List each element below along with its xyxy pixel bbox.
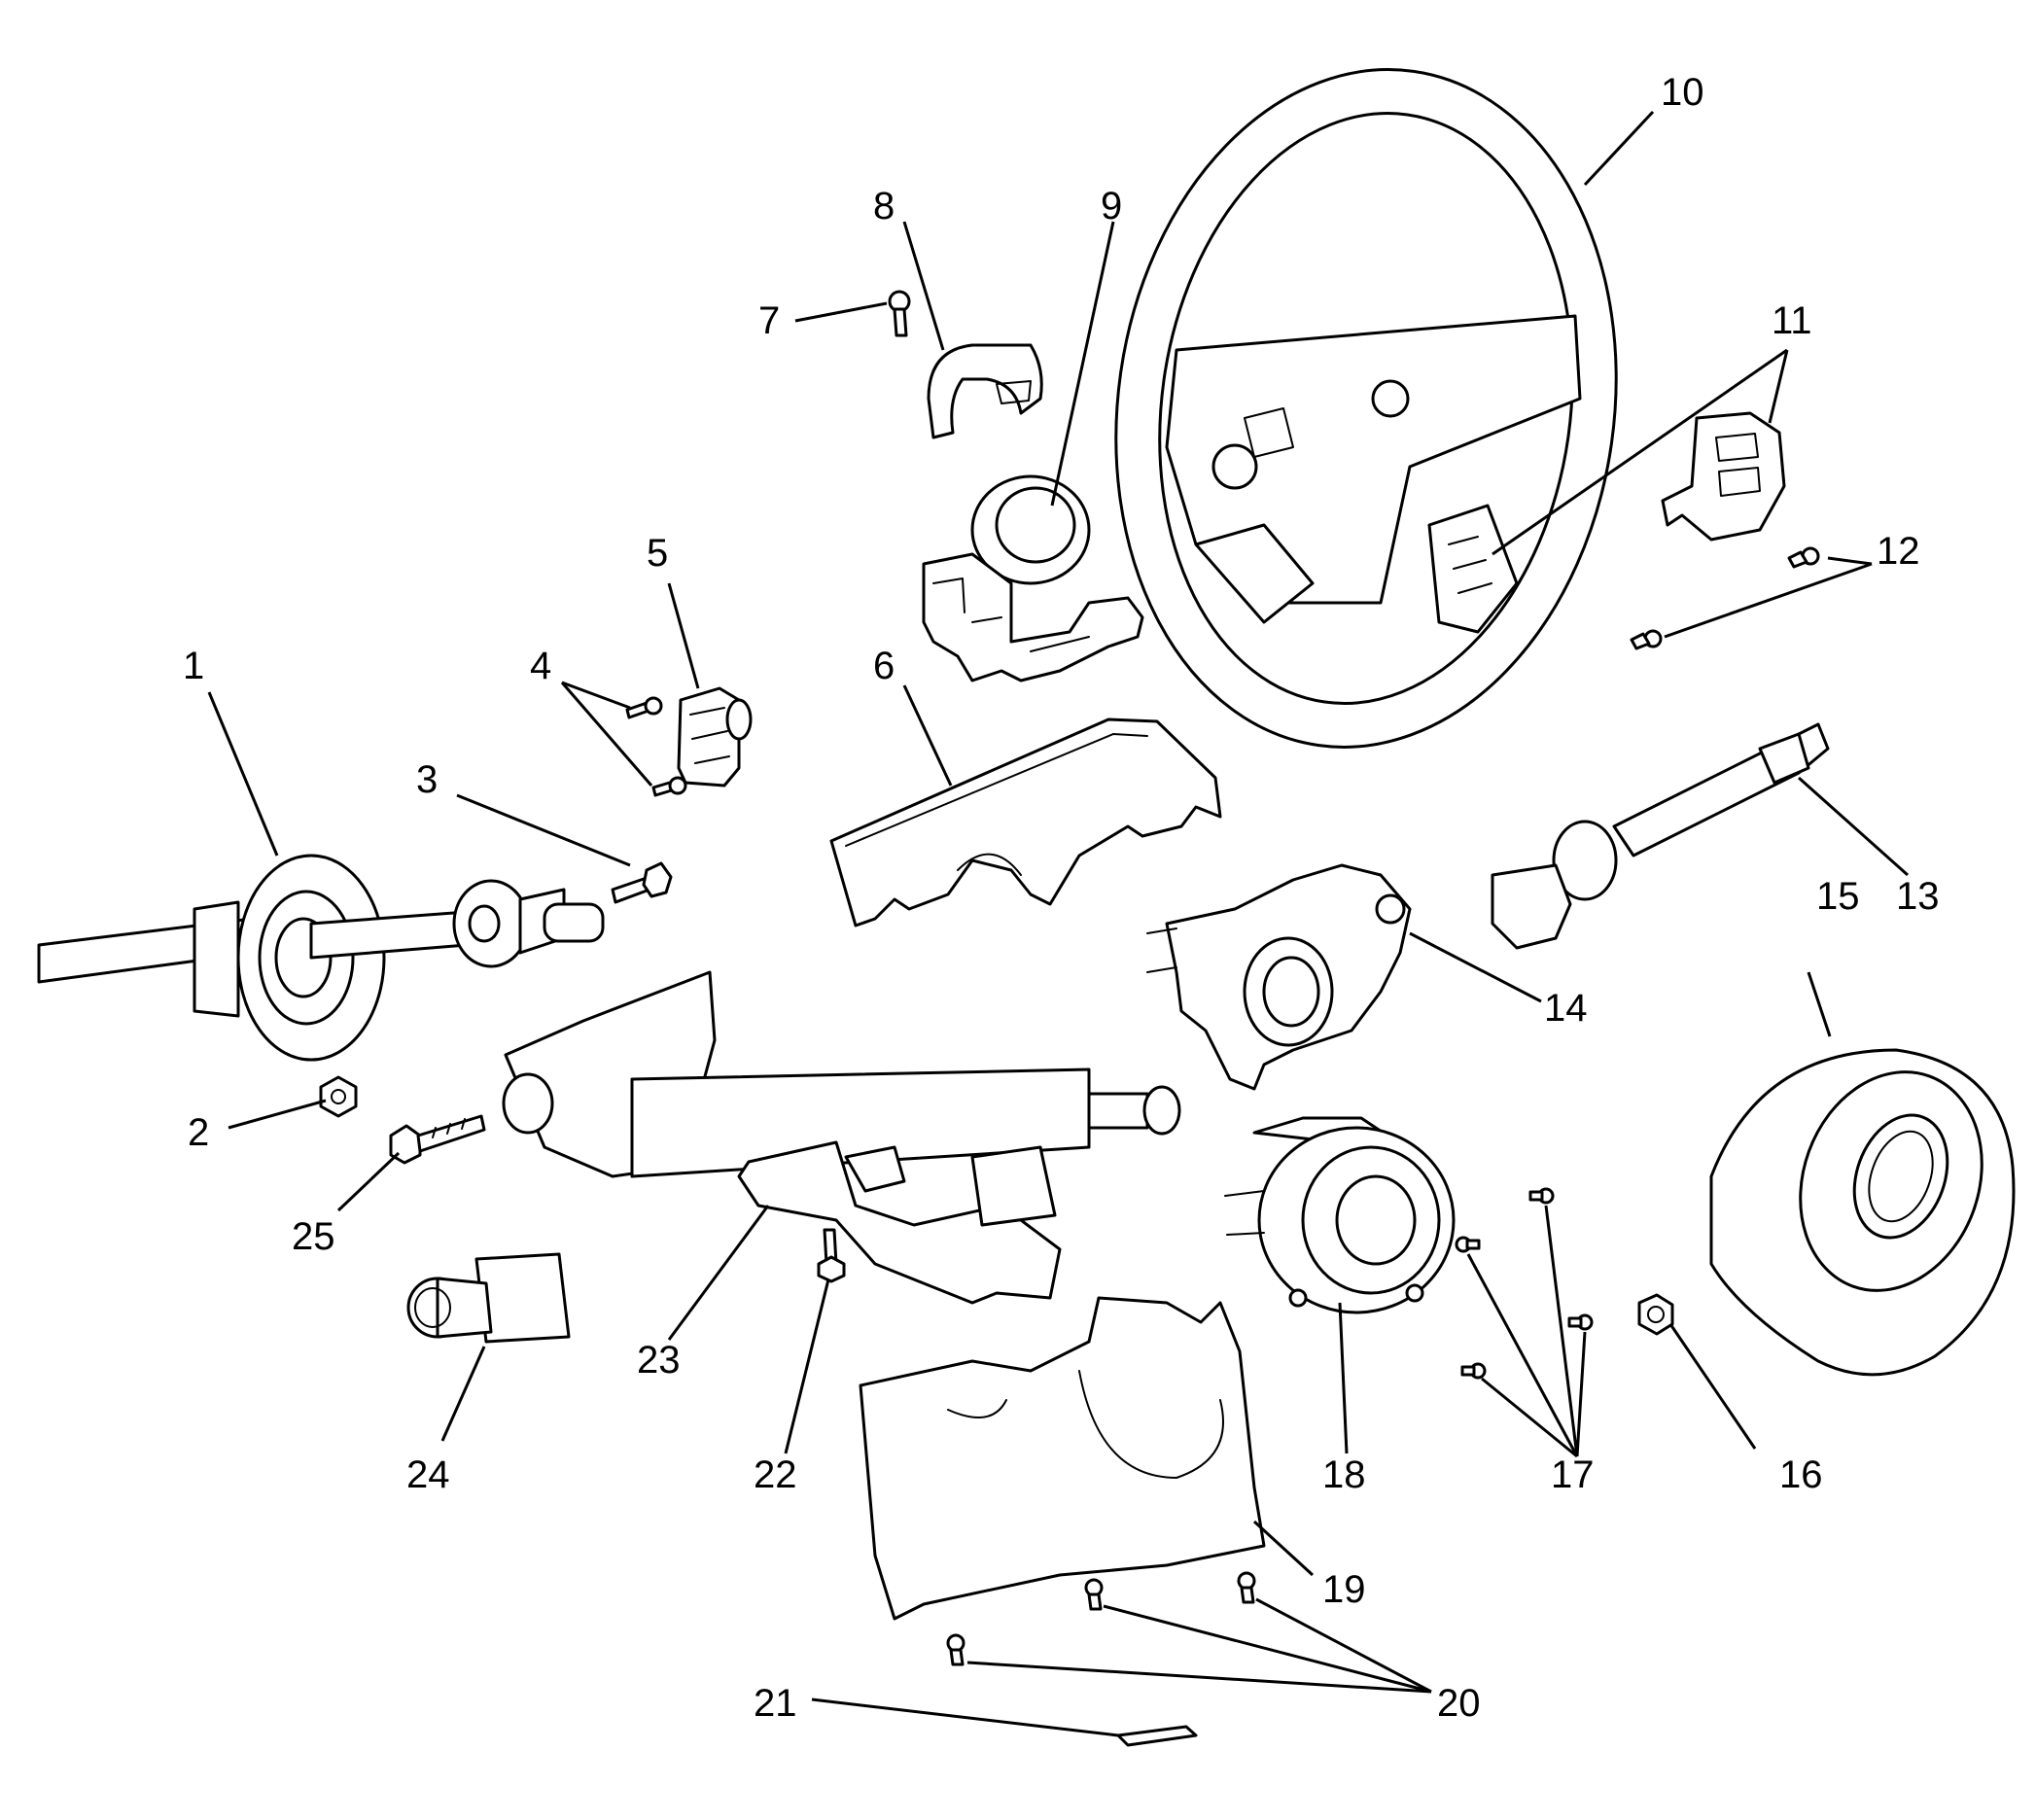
part-1-intermediate-shaft: [37, 854, 605, 1062]
part-16-nut: [1637, 1293, 1674, 1336]
leader-lines: [207, 110, 1909, 1737]
callout-15: 15: [1816, 875, 1860, 918]
callout-18: 18: [1322, 1453, 1366, 1496]
callout-7: 7: [758, 299, 780, 342]
callout-14: 14: [1544, 987, 1588, 1030]
part-6-upper-trim-cover: [829, 718, 1222, 928]
part-19-lower-trim-cover: [859, 1296, 1266, 1621]
part-22-bolt: [817, 1228, 846, 1283]
callout-3: 3: [416, 758, 438, 801]
part-25-bolt: [389, 1114, 486, 1165]
part-5-ignition-lock: [677, 686, 753, 788]
callout-11: 11: [1772, 299, 1812, 342]
callout-13: 13: [1896, 875, 1940, 918]
part-17-screws: [1455, 1187, 1594, 1380]
part-8-shroud-clip: [927, 343, 1043, 439]
part-12-screws: [1630, 546, 1820, 650]
part-13-multifunction-lever: [1491, 722, 1830, 950]
callout-21: 21: [754, 1682, 797, 1725]
part-24-ignition-switch: [406, 1252, 571, 1344]
callout-17: 17: [1551, 1453, 1595, 1496]
callout-labels: 1 2 3 4 5 6 7 8 9 10 11 12 13 14 15 16 1…: [183, 71, 1940, 1725]
part-14-switch-bracket: [1146, 863, 1412, 1091]
callout-16: 16: [1779, 1453, 1823, 1496]
callout-24: 24: [406, 1453, 450, 1496]
part-23-steering-column: [502, 970, 1181, 1305]
part-18-clock-spring: [1224, 1116, 1456, 1314]
part-9-switch-housing: [922, 474, 1144, 682]
callout-8: 8: [873, 185, 895, 228]
part-7-screw: [888, 290, 911, 337]
callout-10: 10: [1661, 71, 1704, 114]
part-21-clip: [1116, 1725, 1198, 1747]
callout-12: 12: [1877, 530, 1920, 573]
callout-6: 6: [873, 645, 895, 687]
callout-4: 4: [530, 645, 551, 687]
callout-22: 22: [754, 1453, 797, 1496]
callout-23: 23: [637, 1339, 681, 1382]
callout-2: 2: [188, 1111, 209, 1154]
part-20-screws: [946, 1571, 1256, 1666]
part-3-bolt: [611, 861, 673, 904]
callout-19: 19: [1322, 1568, 1366, 1611]
callout-25: 25: [292, 1215, 335, 1258]
callout-1: 1: [183, 645, 204, 687]
callout-5: 5: [647, 532, 668, 575]
part-15-airbag-module: [1709, 1048, 2016, 1377]
part-4-screws: [625, 696, 687, 797]
part-10-steering-wheel: [1114, 68, 1618, 749]
part-11-control-switch: [1661, 411, 1786, 542]
part-2-nut: [319, 1075, 358, 1118]
callout-9: 9: [1101, 185, 1122, 228]
callout-20: 20: [1437, 1682, 1481, 1725]
